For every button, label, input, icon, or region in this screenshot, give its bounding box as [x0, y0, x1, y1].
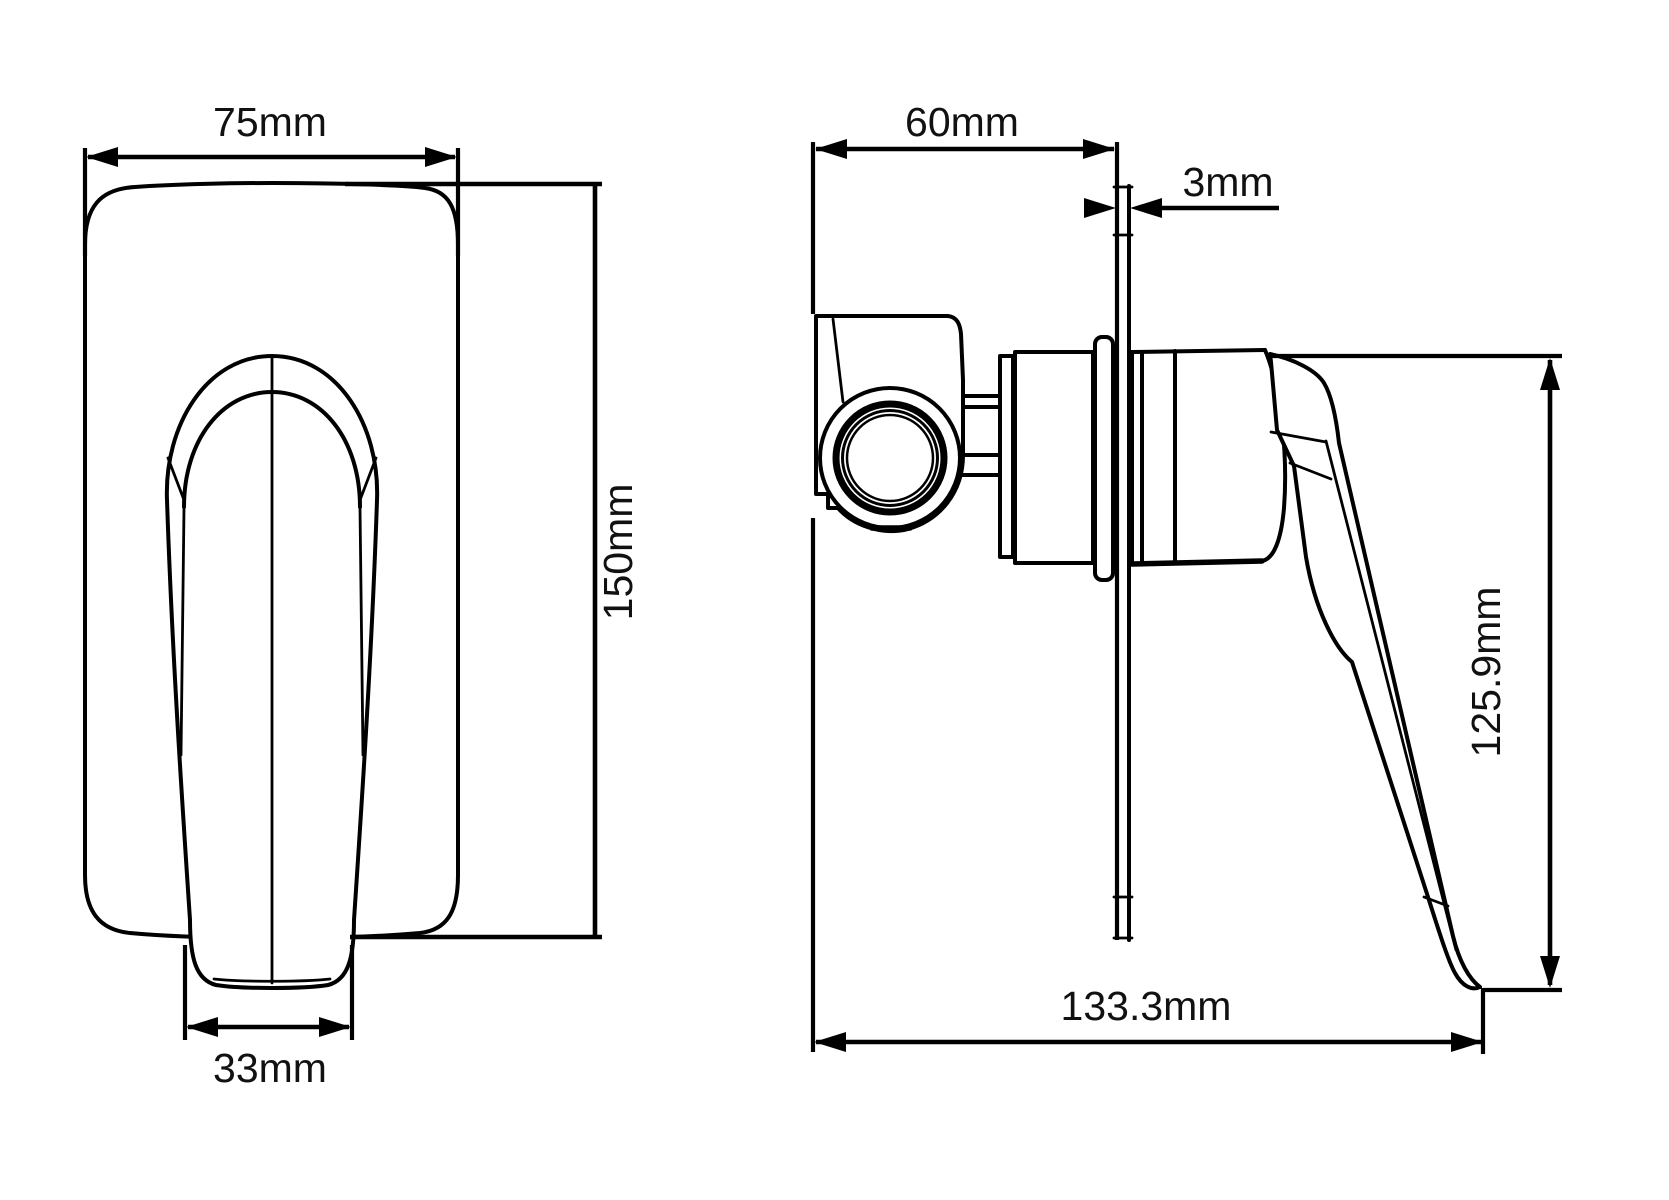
- dimension-plate-height: 150mm: [345, 181, 641, 940]
- dim-label-handle-drop: 125.9mm: [1463, 587, 1509, 758]
- dimension-total-depth: 133.3mm: [814, 983, 1486, 1054]
- side-wall-plate: [1112, 142, 1134, 942]
- arrowhead-left: [86, 147, 118, 167]
- arrowhead-inward-left: [1084, 198, 1116, 218]
- front-handle-facet-left: [166, 456, 186, 502]
- dim-label-body-depth: 60mm: [905, 99, 1019, 145]
- arrowhead-down: [1540, 956, 1560, 988]
- side-view: 60mm 3mm 125.9mm 133.3mm: [810, 99, 1562, 1054]
- side-handle-outline: [1268, 352, 1482, 991]
- arrowhead-left: [815, 139, 847, 159]
- side-handle-facet-1: [1269, 430, 1328, 444]
- dim-label-handle-width: 33mm: [213, 1045, 327, 1091]
- dimension-plate-thickness: 3mm: [1084, 159, 1279, 218]
- dimension-handle-drop: 125.9mm: [1272, 353, 1562, 993]
- dim-label-plate-width: 75mm: [213, 99, 327, 145]
- side-handle: [1268, 352, 1482, 991]
- dim-label-total-depth: 133.3mm: [1061, 983, 1232, 1029]
- dimension-plate-width: 75mm: [82, 99, 461, 256]
- dimension-body-depth: 60mm: [815, 99, 1115, 159]
- inlet-port-ring: [832, 400, 948, 516]
- side-handle-facet-3: [1422, 895, 1450, 908]
- front-handle-inner-side-right: [358, 506, 365, 757]
- front-view: 75mm 150mm 33mm: [82, 99, 641, 1091]
- front-handle-inner-side-left: [179, 506, 186, 757]
- front-handle-facet-right: [358, 456, 378, 502]
- arrowhead-right: [319, 1017, 351, 1037]
- dimension-handle-width: 33mm: [182, 945, 355, 1091]
- side-handle-facet-2: [1288, 461, 1333, 481]
- side-handle-inner-line: [1324, 439, 1458, 952]
- connection-pipes: [958, 394, 1004, 477]
- arrowhead-right: [1083, 139, 1115, 159]
- valve-body: [814, 314, 965, 534]
- dim-label-plate-thickness: 3mm: [1182, 159, 1273, 205]
- trim-cone: [1129, 348, 1288, 567]
- arrowhead-left: [814, 1032, 846, 1052]
- cartridge-retainer: [998, 354, 1015, 559]
- inlet-port-thread-2: [845, 413, 935, 503]
- arrowhead-left: [186, 1017, 218, 1037]
- front-plate-outline: [83, 181, 460, 940]
- arrowhead-inward-right: [1130, 198, 1162, 218]
- arrowhead-right: [425, 147, 457, 167]
- front-handle-bottom-line: [212, 977, 332, 983]
- valve-body-edge-line: [831, 317, 845, 404]
- arrowhead-up: [1540, 358, 1560, 390]
- inlet-port-thread-1: [841, 409, 939, 507]
- dim-label-plate-height: 150mm: [595, 484, 641, 621]
- cartridge-housing: [1013, 350, 1095, 565]
- arrowhead-right: [1451, 1032, 1483, 1052]
- clamp-flange: [1093, 335, 1115, 582]
